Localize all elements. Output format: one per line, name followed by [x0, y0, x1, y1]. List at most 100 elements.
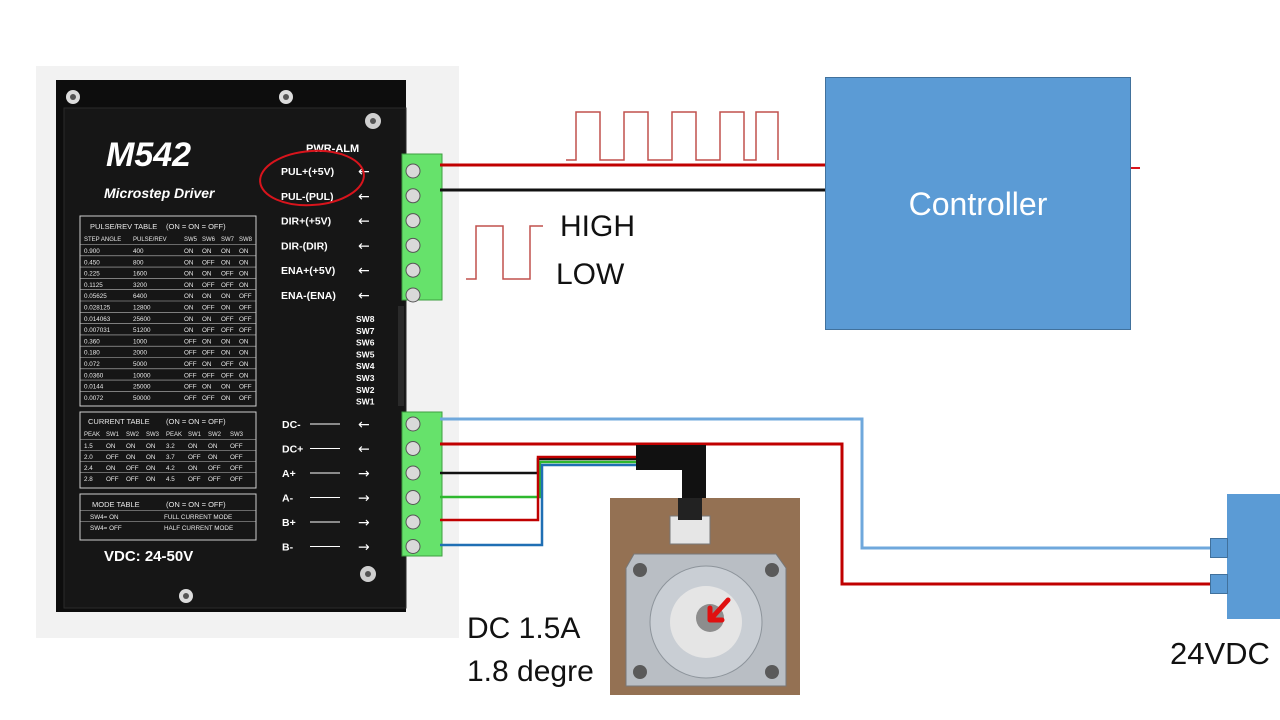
pulse-table-cell: ON: [239, 259, 249, 266]
pulse-train-waveform: [566, 111, 779, 161]
pulse-table-cell: ON: [202, 361, 212, 368]
terminal-screw: [405, 188, 421, 204]
arrow-left-icon: ←: [358, 417, 370, 433]
terminal-screw: [405, 539, 421, 554]
pulse-table-cell: ON: [239, 372, 249, 379]
terminal-screw: [405, 287, 421, 303]
current-table-cell: OFF: [188, 476, 201, 483]
pulse-table-cell: ON: [221, 350, 231, 357]
current-table-header: SW2: [208, 432, 222, 438]
signal-terminal-label: PUL-(PUL): [281, 191, 334, 203]
pulse-table-cell: ON: [184, 282, 194, 289]
arrow-left-icon: ←: [358, 238, 370, 254]
pulse-table-cell: ON: [221, 248, 231, 255]
dip-switch-label: SW8: [356, 314, 375, 324]
controller-label: Controller: [908, 186, 1048, 222]
pulse-table-header: SW7: [221, 237, 235, 243]
pulse-table-cell: 0.007031: [84, 327, 111, 334]
pulse-table-cell: ON: [202, 338, 212, 345]
arrow-right-icon: →: [358, 515, 370, 531]
arrow-right-icon: →: [358, 491, 370, 507]
current-table-header: PEAK: [84, 432, 100, 438]
power-terminal-block: [401, 411, 443, 557]
dc-plus-wire: [440, 442, 1212, 586]
pulse-table-cell: 0.180: [84, 350, 100, 357]
pulse-table-cell: ON: [184, 327, 194, 334]
motor-spec-step-angle: 1.8 degre: [467, 655, 594, 688]
pulse-table-cell: 10000: [133, 372, 151, 379]
power-supply: [1227, 494, 1280, 619]
current-table-cell: ON: [106, 443, 116, 450]
pulse-table-cell: ON: [221, 305, 231, 312]
current-table-header: SW3: [230, 432, 244, 438]
pulse-table-cell: OFF: [184, 361, 197, 368]
pulse-table-cell: ON: [184, 248, 194, 255]
rotation-arrow: [707, 597, 731, 623]
current-table-cell: OFF: [230, 454, 243, 461]
pulse-table-cell: 400: [133, 248, 144, 255]
power-terminal-label: B+: [282, 517, 296, 529]
pulse-table-header: PULSE/REV: [133, 237, 167, 243]
terminal-screw: [405, 490, 421, 505]
driver-subtitle: Microstep Driver: [104, 185, 216, 201]
current-table-cell: 4.2: [166, 465, 175, 472]
pulse-table-header: SW6: [202, 237, 216, 243]
pulse-table-cell: OFF: [239, 293, 252, 300]
stepper-driver-m542: M542 Microstep Driver PULSE/REV TABLE (O…: [36, 66, 459, 638]
pulse-table-header: STEP ANGLE: [84, 237, 121, 243]
signal-low-label: LOW: [556, 258, 625, 291]
pulse-table-cell: OFF: [184, 372, 197, 379]
pulse-table-cell: 3200: [133, 282, 148, 289]
pulse-table-cell: ON: [202, 384, 212, 391]
pulse-table-legend: (ON = ON = OFF): [166, 222, 226, 231]
signal-terminal-label: ENA-(ENA): [281, 290, 336, 302]
terminal-screw: [405, 441, 421, 456]
controller-box: Controller: [825, 77, 1131, 330]
pulse-table-cell: ON: [239, 282, 249, 289]
motor-connector: [669, 515, 711, 545]
pulse-table-cell: OFF: [221, 271, 234, 278]
current-table-cell: 2.0: [84, 454, 93, 461]
dip-switch-label: SW1: [356, 397, 375, 407]
mode-table-cell: SW4= ON: [90, 514, 119, 521]
dip-switch-label: SW3: [356, 373, 375, 383]
current-table-header: PEAK: [166, 432, 182, 438]
current-table-cell: ON: [126, 443, 136, 450]
pulse-table-cell: ON: [221, 384, 231, 391]
pulse-table-cell: 0.0360: [84, 372, 104, 379]
current-table-cell: 4.5: [166, 476, 175, 483]
motor-spec-current: DC 1.5A: [467, 612, 581, 645]
current-table-cell: 2.4: [84, 465, 93, 472]
motor-a-minus-wire: [440, 460, 636, 499]
pulse-table-cell: OFF: [202, 259, 215, 266]
terminal-screw: [405, 416, 421, 432]
current-table-cell: OFF: [126, 465, 139, 472]
pulse-table-cell: OFF: [239, 305, 252, 312]
power-terminal-label: DC+: [282, 444, 303, 456]
power-terminal-label: A+: [282, 468, 296, 480]
pulse-table-cell: 0.05625: [84, 293, 107, 300]
pulse-table-cell: 25600: [133, 316, 151, 323]
pulse-table-cell: 12800: [133, 305, 151, 312]
current-table-cell: ON: [208, 454, 218, 461]
pulse-table-cell: OFF: [221, 327, 234, 334]
dip-switch-label: SW2: [356, 385, 375, 395]
mode-table-cell: SW4= OFF: [90, 525, 122, 532]
pulse-table-cell: OFF: [221, 316, 234, 323]
signal-terminal-labels: PUL+(+5V)←PUL-(PUL)←DIR+(+5V)←DIR-(DIR)←…: [281, 164, 370, 304]
current-table-cell: OFF: [126, 476, 139, 483]
current-table-cell: ON: [126, 454, 136, 461]
terminal-screw: [405, 237, 421, 253]
terminal-screw: [405, 514, 421, 530]
dc-minus-wire: [440, 417, 1212, 550]
pulse-table-cell: ON: [221, 259, 231, 266]
arrow-left-icon: ←: [358, 442, 370, 458]
driver-vdc-rating: VDC: 24-50V: [104, 548, 193, 565]
current-table-header: SW3: [146, 432, 160, 438]
pulse-table-cell: 0.225: [84, 271, 100, 278]
pulse-table-cell: 50000: [133, 395, 151, 402]
